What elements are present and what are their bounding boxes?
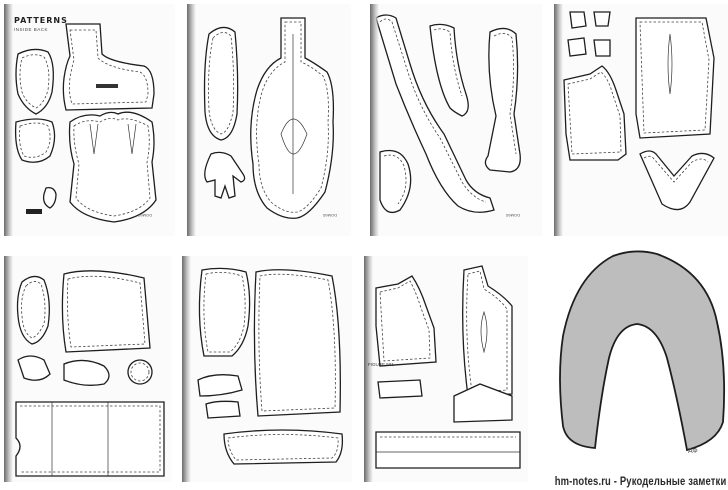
sheet-page-label: FIGURE 501 — [368, 362, 394, 367]
pattern-sheet-dress-bodice — [364, 256, 528, 482]
pattern-sheet-bodice-torso: DOM6S — [4, 4, 175, 236]
site-caption: hm-notes.ru - Рукодельные заметки — [554, 476, 726, 488]
svg-text:DOM6S: DOM6S — [322, 213, 337, 218]
sheet-header-title: PATTERNS — [14, 16, 68, 25]
pattern-sheet-legs: DOM6S — [370, 4, 542, 236]
sheet-header: PATTERNS INSIDE BACK — [14, 16, 68, 32]
watermark: АФ — [688, 448, 698, 455]
cape-shape — [559, 250, 726, 452]
cape-pattern-icon — [559, 250, 726, 452]
pattern-sheet-blouse-pieces — [554, 4, 728, 236]
sheet-header-subtitle: INSIDE BACK — [14, 27, 49, 32]
pattern-sheet-jacket-pieces — [182, 256, 352, 482]
svg-text:DOM6S: DOM6S — [137, 213, 152, 218]
pattern-sheet-sleeve-sole — [4, 256, 171, 482]
svg-text:DOM6S: DOM6S — [505, 213, 520, 218]
pattern-sheet-body-arm-hand: DOM6S — [187, 4, 351, 236]
